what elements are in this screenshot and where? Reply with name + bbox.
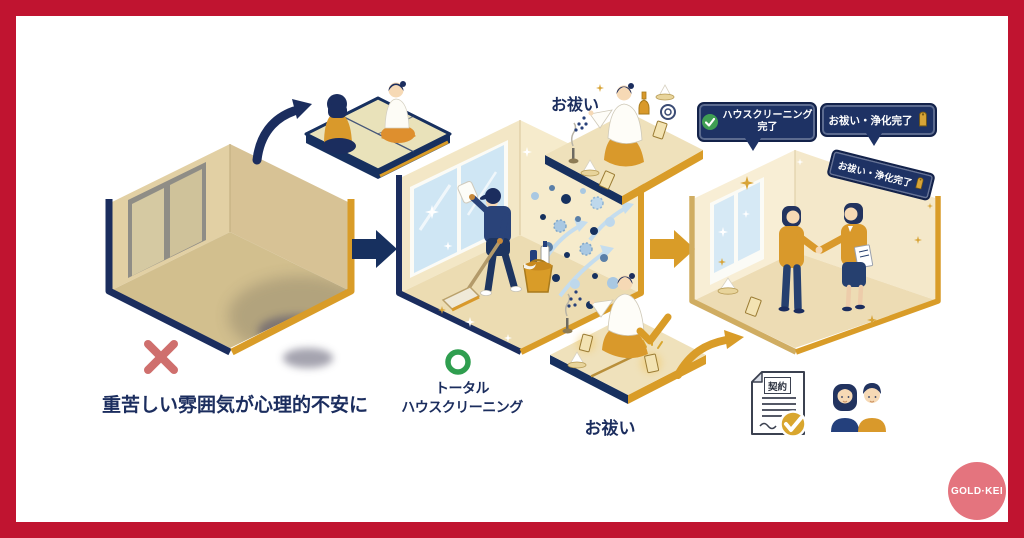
caption-before: 重苦しい雰囲気が心理的不安に [101, 395, 368, 416]
brand-logo: GOLD·KEI [948, 462, 1006, 520]
omamori-amulet-icon [917, 111, 929, 130]
cleaning-bucket [523, 241, 553, 293]
wall-plaque-purified: お祓い・浄化完了 [826, 148, 936, 202]
arrow-step2-icon [650, 230, 695, 268]
caption-cleaning: トータル ハウスクリーニング [392, 379, 532, 417]
window-dull [128, 162, 206, 278]
badge-cleaning-line2: 完了 [757, 122, 778, 133]
omamori-amulet-icon [913, 176, 926, 194]
caption-cleaning-line2: ハウスクリーニング [401, 399, 523, 415]
arrow-step1-icon [352, 230, 397, 268]
x-mark-icon [144, 340, 178, 374]
shrine-maiden-figure [381, 81, 416, 143]
ok-circle-icon [445, 349, 471, 375]
shrine-maiden-top [574, 83, 644, 167]
curved-arrow-up-icon [252, 99, 312, 165]
badge-purification-text: お祓い・浄化完了 [828, 114, 913, 127]
contract-title: 契約 [764, 377, 791, 394]
badge-tail [745, 138, 761, 151]
room-after-illustration [689, 150, 941, 355]
check-mark-icon [636, 313, 672, 345]
caption-cleaning-line1: トータル [435, 380, 490, 396]
label-purification-top: お祓い [550, 97, 599, 114]
badge-cleaning-line1: ハウスクリーニング [722, 110, 813, 121]
tatami-consultation [304, 81, 452, 179]
badge-tail [866, 133, 882, 146]
handshake-figures [778, 203, 874, 314]
curved-arrow-contract-icon [674, 330, 744, 379]
client-figure [322, 94, 356, 154]
check-circle-icon [701, 114, 718, 130]
purification-platform-top [545, 83, 703, 205]
cleaner-figure [441, 180, 522, 312]
badge-purification-done: お祓い・浄化完了 [820, 103, 937, 146]
label-purification-bottom: お祓い [584, 419, 636, 438]
room-before-illustration [105, 144, 355, 368]
shrine-maiden-bottom [567, 273, 648, 359]
room-cleaning-illustration [396, 120, 644, 355]
contract-check-icon [779, 410, 807, 438]
window-after [710, 177, 764, 285]
customer-avatars [831, 383, 886, 432]
badge-cleaning-done: ハウスクリーニング 完了 [697, 102, 817, 151]
dust-particles [531, 185, 634, 309]
